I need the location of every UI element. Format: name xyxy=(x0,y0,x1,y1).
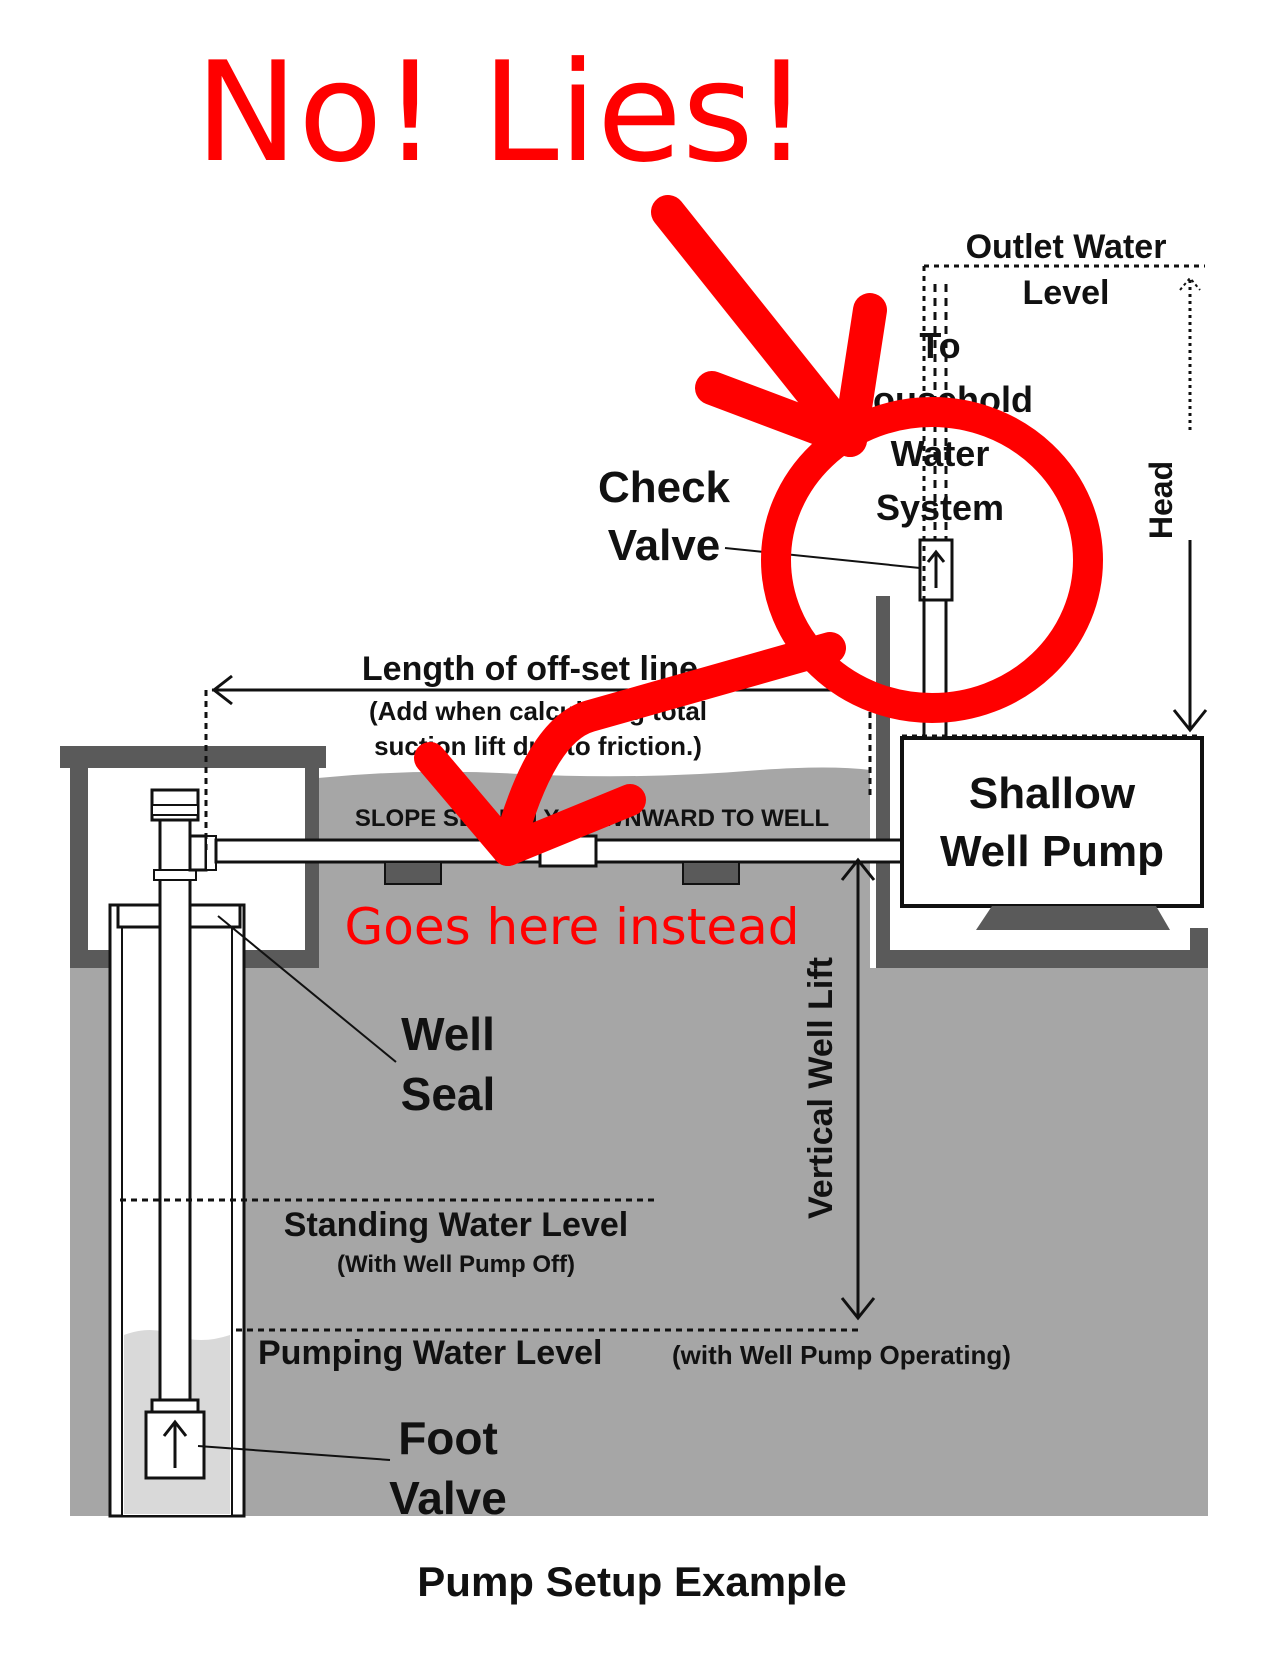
vertical-lift-label: Vertical Well Lift xyxy=(802,957,840,1219)
standing-water-label: Standing Water Level xyxy=(284,1206,628,1244)
check-valve-label-2: Valve xyxy=(608,521,721,570)
household-label-4: System xyxy=(876,487,1004,528)
foot-valve-label-2: Valve xyxy=(389,1472,507,1524)
ground xyxy=(60,596,1208,1516)
redirect-note: Goes here instead xyxy=(345,898,800,956)
drop-pipe xyxy=(150,788,217,1412)
well-seal-label-1: Well xyxy=(401,1008,495,1060)
check-valve xyxy=(724,538,954,602)
check-valve-label-1: Check xyxy=(598,463,731,512)
vertical-lift-dimension xyxy=(840,857,876,1321)
pumping-water-label: Pumping Water Level xyxy=(258,1334,602,1372)
red-arrow-redirect-head xyxy=(414,742,646,866)
household-label-1: To xyxy=(919,325,960,366)
foot-valve xyxy=(144,1398,206,1480)
outlet-level-label-2: Level xyxy=(1023,274,1110,312)
outlet-level-label: Outlet Water xyxy=(966,228,1167,266)
standing-water-note: (With Well Pump Off) xyxy=(337,1251,575,1278)
red-annotations xyxy=(414,195,1103,866)
red-arrow-redirect xyxy=(492,632,846,866)
shallow-well-pump xyxy=(900,736,1204,930)
red-circle xyxy=(761,397,1103,723)
pump-label-2: Well Pump xyxy=(940,827,1164,876)
offset-line-title: Length of off-set line xyxy=(362,650,698,688)
well-seal-label-2: Seal xyxy=(401,1068,496,1120)
pump-label-1: Shallow xyxy=(969,769,1136,818)
caption: Pump Setup Example xyxy=(417,1558,846,1605)
head-label: Head xyxy=(1143,461,1179,539)
pumping-water-note: (with Well Pump Operating) xyxy=(672,1340,1011,1370)
red-arrow-down xyxy=(651,195,867,457)
household-label-3: Water xyxy=(891,433,990,474)
headline-annotation: No! Lies! xyxy=(195,32,809,193)
offset-length-dimension xyxy=(204,674,872,850)
outlet-level-markers xyxy=(902,264,1208,738)
well-seal-leader xyxy=(217,915,397,1063)
check-valve-leader xyxy=(724,547,921,569)
foot-valve-label-1: Foot xyxy=(398,1412,498,1464)
foot-valve-leader xyxy=(197,1445,391,1461)
